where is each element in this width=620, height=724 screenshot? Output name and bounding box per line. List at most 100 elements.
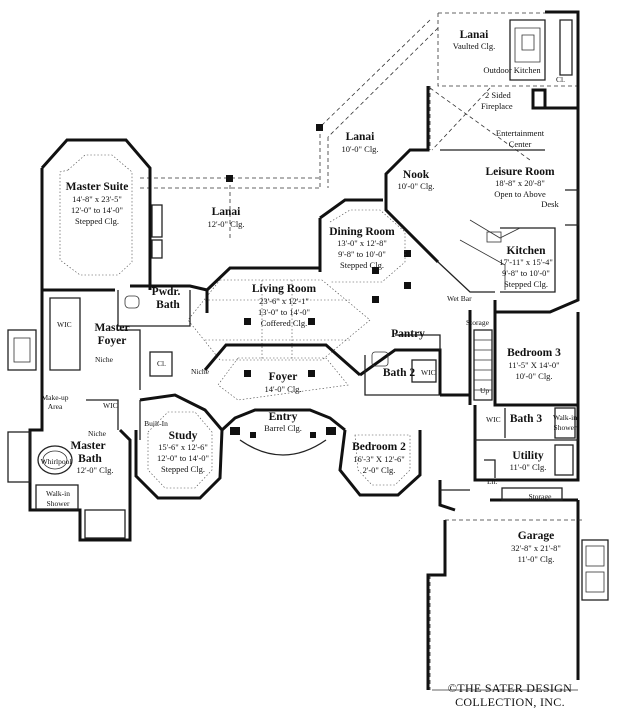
- wic-left-label: WIC: [57, 320, 72, 329]
- foyer-entry-walls: [203, 343, 361, 456]
- master-suite-dim: 14'-8" x 23'-5": [72, 194, 122, 204]
- entry-name: Entry: [269, 411, 298, 423]
- bedroom2-dim: 16'-3" X 12'-6": [353, 454, 405, 464]
- up-label: Up: [480, 386, 489, 395]
- study-walls: [134, 393, 224, 500]
- walkin-shower-left-2: Shower: [47, 499, 70, 508]
- bedroom2-bath2-walls: [338, 334, 442, 497]
- lanai-left-clg: 12'-0" Clg.: [207, 219, 244, 229]
- living-room-coffered: Coffered Clg.: [261, 318, 308, 328]
- master-foyer-1: Master: [94, 322, 129, 334]
- lanai-top-name: Lanai: [460, 29, 490, 41]
- master-foyer-2: Foyer: [98, 335, 127, 347]
- bath3-label: Bath 3: [510, 413, 543, 425]
- kitchen-name: Kitchen: [507, 245, 547, 257]
- fireplace-label-1: 2 Sided: [485, 90, 511, 100]
- pwdr-bath-2: Bath: [156, 299, 180, 311]
- leisure-nook-kitchen-walls: [384, 86, 580, 314]
- master-bath-clg: 12'-0" Clg.: [76, 465, 113, 475]
- utility-clg: 11'-0" Clg.: [510, 462, 547, 472]
- lanai-mid-clg: 10'-0" Clg.: [341, 144, 378, 154]
- lanai-left-name: Lanai: [212, 206, 242, 218]
- makeup-area-2: Area: [48, 402, 63, 411]
- master-bath-walls: [7, 390, 132, 542]
- powder-bath-walls: [117, 284, 209, 327]
- linen-label: Ln.: [487, 477, 497, 486]
- nook-name: Nook: [403, 169, 430, 181]
- nook-clg: 10'-0" Clg.: [397, 181, 434, 191]
- storage-garage-label: Storage: [529, 492, 553, 501]
- ent-center-label-2: Center: [509, 139, 532, 149]
- niche-master-bath-label: Niche: [88, 429, 107, 438]
- bath3-utility-walls: [473, 405, 580, 482]
- niche-foyer-label: Niche: [191, 367, 210, 376]
- copyright-line-2: COLLECTION, INC.: [455, 695, 565, 709]
- master-suite-name: Master Suite: [66, 181, 129, 193]
- bedroom3-stair-walls: [440, 310, 580, 407]
- foyer-name: Foyer: [269, 371, 298, 383]
- study-name: Study: [169, 430, 198, 442]
- master-suite-stepped: Stepped Clg.: [75, 216, 119, 226]
- garage-clg: 11'-0" Clg.: [518, 554, 555, 564]
- leisure-room-dim: 18'-8" x 20'-8": [495, 178, 545, 188]
- cl-left-label: Cl.: [157, 359, 166, 368]
- dining-room-stepped: Stepped Clg.: [340, 260, 384, 270]
- master-suite-clg: 12'-0" to 14'-0": [71, 205, 123, 215]
- leisure-room-open: Open to Above: [494, 189, 546, 199]
- built-in-label: Built-In: [144, 419, 168, 428]
- entry-clg: Barrel Clg.: [264, 423, 302, 433]
- columns: [226, 124, 411, 377]
- wic-master-label: WIC: [103, 401, 118, 410]
- storage-mid-label: Storage: [466, 318, 490, 327]
- dining-room-name: Dining Room: [329, 226, 395, 238]
- study-clg: 12'-0" to 14'-0": [157, 453, 209, 463]
- living-room-name: Living Room: [252, 283, 317, 295]
- niche-left-label: Niche: [95, 355, 114, 364]
- whirlpool-label: Whirlpool: [41, 457, 72, 466]
- wet-bar-label: Wet Bar: [447, 294, 472, 303]
- kitchen-clg: 9'-8" to 10'-0": [502, 268, 550, 278]
- leisure-room-name: Leisure Room: [485, 166, 555, 178]
- study-dim: 15'-6" x 12'-6": [158, 442, 208, 452]
- utility-name: Utility: [512, 450, 544, 462]
- outdoor-kitchen-label: Outdoor Kitchen: [483, 65, 541, 75]
- master-bath-1: Master: [70, 440, 105, 452]
- bedroom2-clg: 2'-0" Clg.: [363, 465, 396, 475]
- wic-bath3-label: WIC: [486, 415, 501, 424]
- bedroom3-clg: 10'-0" Clg.: [515, 371, 552, 381]
- bedroom3-name: Bedroom 3: [507, 347, 561, 359]
- kitchen-stepped: Stepped Clg.: [504, 279, 548, 289]
- living-room-dim: 23'-6" x 12'-1": [259, 296, 309, 306]
- study-stepped: Stepped Clg.: [161, 464, 205, 474]
- bedroom2-name: Bedroom 2: [352, 441, 406, 453]
- dining-room-walls: [318, 198, 406, 283]
- garage-walls: [426, 480, 609, 691]
- lanai-top-clg: Vaulted Clg.: [453, 41, 496, 51]
- kitchen-dim: 17'-11" x 15'-4": [499, 257, 553, 267]
- pantry-label: Pantry: [391, 328, 425, 340]
- walkin-shower-right-1: Walk-in: [553, 413, 577, 422]
- room-labels: Lanai Vaulted Clg. Outdoor Kitchen 2 Sid…: [41, 29, 578, 709]
- garage-dim: 32'-8" x 21'-8": [511, 543, 561, 553]
- lanai-mid-name: Lanai: [346, 131, 376, 143]
- makeup-area-1: Make-up: [41, 393, 68, 402]
- fireplace-label-2: Fireplace: [481, 101, 513, 111]
- master-bath-2: Bath: [78, 453, 102, 465]
- master-foyer-walls: [7, 290, 173, 390]
- walkin-shower-right-2: Shower: [554, 423, 577, 432]
- bedroom3-dim: 11'-5" X 14'-0": [508, 360, 559, 370]
- cl-kitchen-label: Cl.: [556, 75, 565, 84]
- walkin-shower-left-1: Walk-in: [46, 489, 70, 498]
- dining-room-clg: 9'-8" to 10'-0": [338, 249, 386, 259]
- copyright-line-1: ©THE SATER DESIGN: [448, 681, 572, 695]
- living-room-walls: [187, 266, 371, 361]
- garage-name: Garage: [518, 530, 554, 542]
- master-suite-walls: [40, 138, 163, 292]
- pwdr-bath-1: Pwdr.: [152, 286, 181, 298]
- living-room-clg: 13'-0" to 14'-0": [258, 307, 310, 317]
- dining-room-dim: 13'-0" x 12'-8": [337, 238, 387, 248]
- wic-bath2-label: WIC: [421, 368, 436, 377]
- desk-label: Desk: [541, 199, 559, 209]
